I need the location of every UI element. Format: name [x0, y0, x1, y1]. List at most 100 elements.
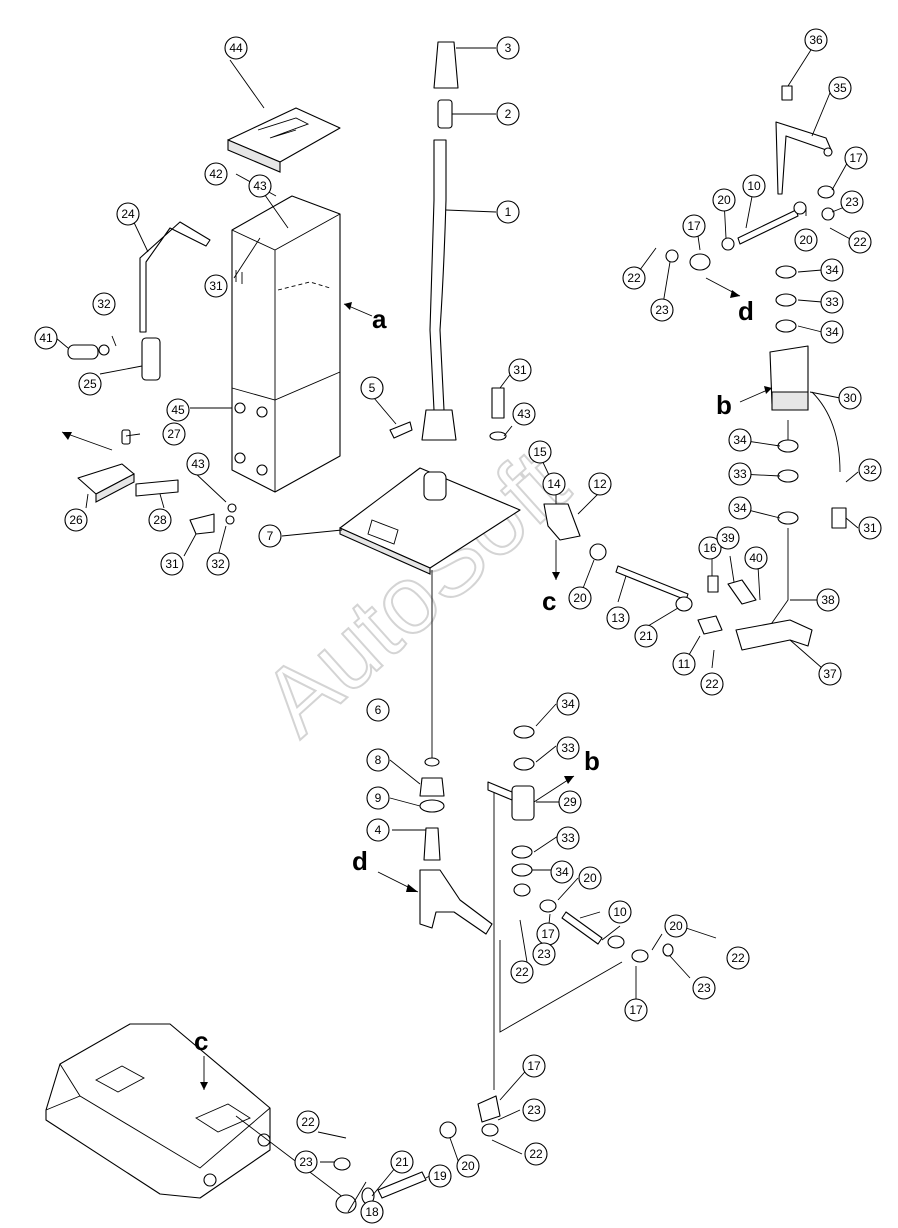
svg-text:32: 32 [97, 297, 111, 311]
callout-21-bottom: 21 [390, 1150, 414, 1174]
callout-39: 39 [716, 526, 740, 550]
callout-22-mid: 22 [700, 672, 724, 696]
callout-17-low1: 17 [536, 922, 560, 946]
callout-33-low2: 33 [556, 826, 580, 850]
svg-text:22: 22 [301, 1115, 315, 1129]
callout-18: 18 [360, 1200, 384, 1224]
callout-23-bottom-right: 23 [522, 1098, 546, 1122]
callout-20-bottom: 20 [456, 1154, 480, 1178]
svg-text:33: 33 [561, 741, 575, 755]
callout-43-center: 43 [512, 402, 536, 426]
svg-text:23: 23 [845, 195, 859, 209]
callout-34-r3: 34 [728, 428, 752, 452]
svg-text:28: 28 [153, 513, 167, 527]
svg-text:34: 34 [733, 433, 747, 447]
bolt-31-right [831, 507, 847, 529]
callout-7: 7 [258, 524, 282, 548]
bushing-34c [775, 265, 797, 279]
svg-text:17: 17 [541, 927, 555, 941]
block-30 [769, 345, 809, 411]
svg-text:6: 6 [375, 703, 382, 717]
svg-text:38: 38 [821, 593, 835, 607]
svg-text:36: 36 [809, 33, 823, 47]
callout-36: 36 [804, 28, 828, 52]
svg-text:8: 8 [375, 753, 382, 767]
callout-6: 6 [366, 698, 390, 722]
lever-37 [735, 619, 813, 651]
rod-vertical [493, 790, 623, 1090]
callout-38: 38 [816, 588, 840, 612]
svg-text:21: 21 [395, 1155, 409, 1169]
callout-30: 30 [838, 386, 862, 410]
callout-11: 11 [672, 652, 696, 676]
svg-text:39: 39 [721, 531, 735, 545]
callout-14: 14 [542, 472, 566, 496]
knob-26 [77, 463, 135, 503]
svg-text:2: 2 [505, 107, 512, 121]
callout-10-low: 10 [608, 900, 632, 924]
svg-text:7: 7 [267, 529, 274, 543]
svg-text:34: 34 [825, 263, 839, 277]
callout-43-left: 43 [186, 452, 210, 476]
svg-text:29: 29 [563, 795, 577, 809]
svg-text:45: 45 [171, 403, 185, 417]
svg-text:19: 19 [433, 1169, 447, 1183]
svg-text:33: 33 [561, 831, 575, 845]
svg-text:22: 22 [705, 677, 719, 691]
svg-text:20: 20 [461, 1159, 475, 1173]
callout-42: 42 [204, 162, 228, 186]
callout-33-r1: 33 [820, 290, 844, 314]
ref-letter-b-lower: b [584, 746, 600, 776]
callout-27: 27 [162, 422, 186, 446]
callout-31-top: 31 [204, 274, 228, 298]
svg-text:34: 34 [561, 697, 575, 711]
callout-23-top-left: 23 [650, 298, 674, 322]
callout-4: 4 [366, 818, 390, 842]
svg-text:23: 23 [537, 947, 551, 961]
svg-text:13: 13 [611, 611, 625, 625]
callout-20-mid: 20 [568, 586, 592, 610]
callout-28: 28 [148, 508, 172, 532]
callout-34-low2: 34 [550, 860, 574, 884]
svg-text:14: 14 [547, 477, 561, 491]
svg-text:43: 43 [517, 407, 531, 421]
svg-text:20: 20 [573, 591, 587, 605]
ref-letter-a: a [372, 304, 387, 334]
svg-text:44: 44 [229, 41, 243, 55]
svg-text:11: 11 [678, 657, 691, 671]
callout-31-right: 31 [858, 516, 882, 540]
svg-text:34: 34 [825, 325, 839, 339]
callout-35: 35 [828, 76, 852, 100]
svg-text:25: 25 [83, 377, 97, 391]
svg-text:42: 42 [209, 167, 223, 181]
svg-text:32: 32 [211, 557, 225, 571]
svg-text:30: 30 [843, 391, 857, 405]
callout-37: 37 [818, 662, 842, 686]
callout-31-left: 31 [160, 552, 184, 576]
callout-34-low1: 34 [556, 692, 580, 716]
svg-text:34: 34 [733, 501, 747, 515]
callout-33-r2: 33 [728, 462, 752, 486]
callout-22-top-left: 22 [622, 266, 646, 290]
svg-text:23: 23 [697, 981, 711, 995]
bolt-36 [781, 85, 793, 101]
callout-45: 45 [166, 398, 190, 422]
svg-text:31: 31 [513, 363, 527, 377]
bolt-39 [727, 579, 757, 605]
svg-text:26: 26 [69, 513, 83, 527]
svg-text:4: 4 [375, 823, 382, 837]
svg-text:22: 22 [627, 271, 641, 285]
callout-16: 16 [698, 536, 722, 560]
bolt-31-left [189, 513, 215, 535]
washer-9 [419, 799, 445, 813]
svg-text:41: 41 [39, 331, 53, 345]
callout-15: 15 [528, 440, 552, 464]
bushing-8 [419, 777, 445, 797]
ref-letter-b-upper: b [716, 390, 732, 420]
bracket-35 [775, 121, 833, 195]
svg-text:15: 15 [533, 445, 547, 459]
callout-22-low2: 22 [726, 946, 750, 970]
svg-text:3: 3 [505, 41, 512, 55]
svg-text:20: 20 [669, 919, 683, 933]
callout-8: 8 [366, 748, 390, 772]
